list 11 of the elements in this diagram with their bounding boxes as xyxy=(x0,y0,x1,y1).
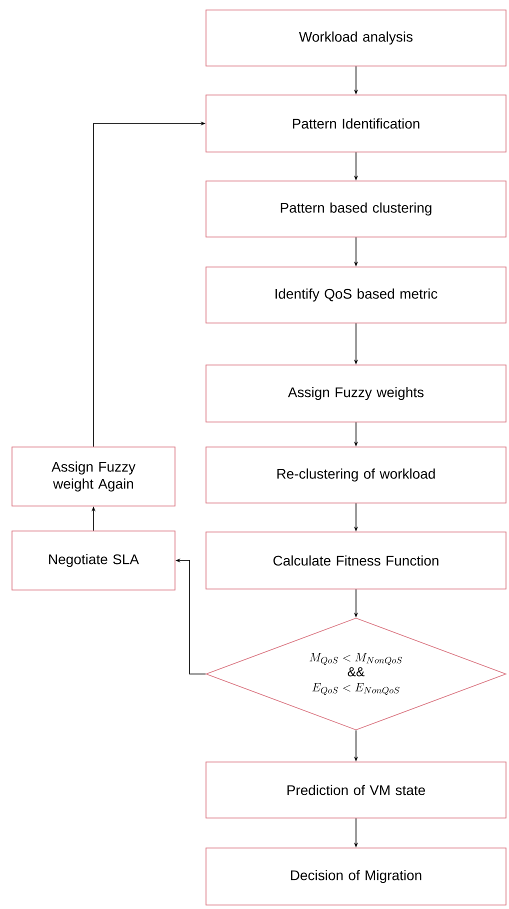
process-box: Re-clustering of workload xyxy=(206,446,506,504)
process-box: Pattern Identification xyxy=(206,94,506,152)
process-box: Calculate Fitness Function xyxy=(206,532,506,590)
process-box: Prediction of VM state xyxy=(206,762,506,818)
process-box: Decision of Migration xyxy=(206,848,506,906)
process-box: Assign Fuzzy weights xyxy=(206,364,506,422)
process-box: Pattern based clustering xyxy=(206,180,506,238)
process-box: Assign Fuzzy weight Again xyxy=(12,446,176,506)
process-box: Negotiate SLA xyxy=(12,530,176,590)
process-box: Identify QoS based metric xyxy=(206,266,506,324)
process-box: Workload analysis xyxy=(206,10,506,66)
